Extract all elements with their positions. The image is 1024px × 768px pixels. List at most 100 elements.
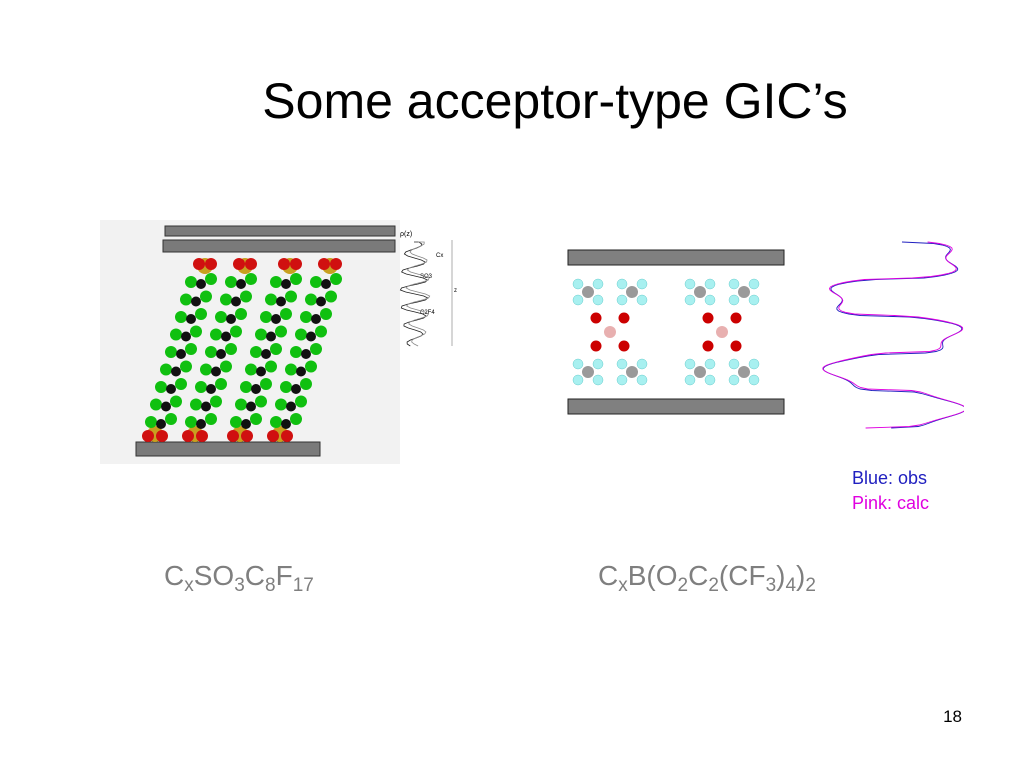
oxygen-atom (702, 312, 714, 324)
carbon-atom (206, 384, 216, 394)
oxygen-atom (730, 340, 742, 352)
carbon-atom (582, 366, 594, 378)
fluorine-atom (205, 413, 217, 425)
fluorine-atom (295, 395, 307, 408)
carbon-atom (251, 384, 261, 394)
legend: Blue: obs Pink: calc (852, 466, 929, 516)
carbon-atom (626, 286, 638, 298)
fluorine-atom (285, 290, 297, 303)
fluorine-atom (305, 293, 317, 306)
oxygen-atom (618, 312, 630, 324)
fluorine-atom (728, 374, 740, 386)
obs-calc-density-profile (822, 241, 964, 429)
fluorine-atom (748, 358, 760, 370)
fluorine-atom (320, 308, 332, 320)
fluorine-atom (592, 278, 604, 290)
fluorine-atom (265, 360, 277, 373)
carbon-atom (266, 331, 276, 342)
fluorine-atom (200, 290, 212, 303)
fluorine-atom (240, 381, 252, 393)
formula-part: C (244, 560, 266, 591)
fluorine-atom (636, 358, 648, 370)
c2f4-label: C2F4 (420, 310, 435, 316)
fluorine-atom (290, 413, 302, 425)
carbon-atom (306, 331, 316, 342)
formula-subscript: 2 (677, 575, 689, 596)
fluorine-atom (310, 343, 322, 355)
carbon-atom (626, 366, 638, 378)
carbon-atom (241, 419, 251, 429)
carbon-atom (196, 419, 206, 429)
fluorine-atom (290, 346, 302, 358)
calc-curve (822, 241, 964, 429)
oxygen-atom (281, 430, 293, 442)
fluorine-atom (265, 293, 277, 306)
z-label: z (454, 288, 457, 294)
carbon-atom (201, 401, 211, 412)
carbon-atom (281, 279, 291, 289)
fluorine-atom (748, 294, 760, 306)
formula-part: C (688, 560, 709, 591)
formula-part: (CF (718, 560, 766, 591)
fluorine-atom (220, 293, 232, 306)
fluorine-atom (636, 278, 648, 290)
carbon-atom (176, 349, 186, 359)
fluorine-atom (250, 346, 262, 358)
fluorine-atom (275, 325, 287, 338)
fluorine-atom (684, 374, 696, 386)
oxygen-atom (330, 258, 342, 270)
fluorine-atom (300, 378, 312, 390)
fluorine-atom (572, 358, 584, 370)
fluorine-atom (145, 416, 157, 428)
carbon-atom (196, 279, 206, 289)
carbon-atom (236, 279, 246, 289)
oxygen-atom (241, 430, 253, 442)
fluorine-atom (704, 294, 716, 306)
fluorine-atom (572, 374, 584, 386)
carbon-atom (276, 296, 286, 307)
fluorine-atom (636, 294, 648, 306)
fluorine-atom (592, 358, 604, 370)
carbon-atom (221, 331, 231, 342)
oxygen-atom (205, 258, 217, 270)
fluorine-atom (592, 294, 604, 306)
fluorine-atom (170, 395, 182, 408)
fluorine-atom (225, 343, 237, 355)
fluorine-atom (275, 398, 287, 411)
oxygen-atom (702, 340, 714, 352)
page-number: 18 (943, 707, 962, 726)
fluorine-atom (235, 398, 247, 411)
oxygen-atom (193, 258, 205, 270)
fluorine-atom (290, 273, 302, 285)
carbon-atom (211, 366, 221, 377)
fluorine-atom (684, 294, 696, 306)
profile-curve (405, 241, 431, 347)
profile-curve (399, 241, 429, 347)
graphite-layer (135, 441, 321, 457)
fluorine-atom (728, 294, 740, 306)
carbon-atom (316, 296, 326, 307)
oxygen-atom (618, 340, 630, 352)
formula-subscript: 17 (292, 575, 314, 596)
carbon-atom (738, 366, 750, 378)
formula-subscript: 2 (805, 575, 816, 596)
formula-part: C (598, 560, 619, 591)
oxygen-atom (267, 430, 279, 442)
fluorine-atom (255, 328, 267, 341)
fluorine-atom (748, 278, 760, 290)
fluorine-atom (150, 398, 162, 411)
graphite-layer (162, 239, 396, 253)
fluorine-atom (165, 413, 177, 425)
cx-label: Cx (436, 253, 443, 259)
formula-subscript: 2 (708, 575, 719, 596)
fluorine-atom (592, 374, 604, 386)
fluorine-atom (572, 294, 584, 306)
fluorine-atom (616, 294, 628, 306)
carbon-atom (246, 401, 256, 412)
carbon-atom (156, 419, 166, 429)
fluorine-atom (185, 416, 197, 428)
formula-right: CxB(O2C2(CF3)4)2 (598, 560, 816, 595)
fluorine-atom (704, 358, 716, 370)
fluorine-atom (684, 278, 696, 290)
oxygen-atom (196, 430, 208, 442)
